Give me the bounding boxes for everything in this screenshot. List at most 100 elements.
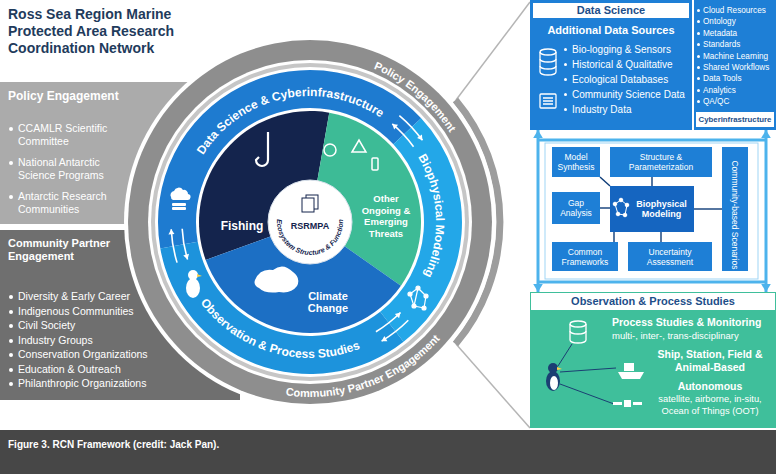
bullet-dot [697,43,700,46]
list-row: Indigenous Communities [8,305,172,318]
list-row: Industry Groups [8,334,172,347]
text-slot: Structure & Parameterization [612,152,710,172]
text-slot: Ross Sea Region Marine Protected Area Re… [8,6,208,57]
text-slot: Observation & Process Studies [530,293,776,309]
decor-shape [625,203,629,207]
curved-text-layer: Ecosystem Structure & Function [120,32,500,412]
item-heading: Process Studies & Monitoring [612,316,770,329]
centre-circle: RSRMPAEcosystem Structure & Function [120,32,500,412]
connector-line [600,207,610,208]
list-row: Philanthropic Organizations [8,377,172,390]
model-box: Gap Analysis [552,192,600,224]
list-row: Conservation Organizations [8,348,172,361]
bullet-dot [9,339,13,343]
list-row: CCAMLR Scientific Committee [8,122,122,148]
list-item: Ontology [703,16,774,27]
connector-line [765,130,768,292]
list-row: Metadata [697,28,774,39]
zoom-line [456,344,530,428]
connector-line [537,130,540,292]
ring-band [151,63,469,381]
panel-item: Education & Outreach [18,363,168,376]
decor-shape [548,363,558,373]
arrow-head [761,130,771,138]
text-slot: RSRMPA [285,221,335,232]
sector-label: Fishing [212,219,272,233]
list-row: Bio-logging & Sensors [564,42,690,57]
frame-bar [538,139,766,142]
panel-item: Civil Society [18,319,168,332]
item-heading: Ship, Station, Field & Animal-Based [650,348,770,374]
box-label: Cyberinfrastructure [696,112,774,127]
connector [600,177,610,186]
bullet-dot [697,9,700,12]
cyberinfrastructure-box: Cloud ResourcesOntologyMetadataStandards… [694,0,776,130]
text-slot: Uncertainty Assessment [630,247,710,267]
text-slot: Climate Change [303,290,353,314]
list-row: Ecological Databases [564,72,690,87]
centre-label: RSRMPA [285,221,335,232]
panel-item: Antarctic Research Communities [18,190,118,216]
panel-item: Diversity & Early Career [18,290,168,303]
text-slot: Bio-logging & SensorsHistorical & Qualit… [564,42,690,117]
decor-shape [619,198,623,202]
decor-shape [623,213,627,217]
panel-item: Indigenous Communities [18,305,168,318]
data-science-box: Data ScienceAdditional Data SourcesBio-l… [530,0,692,130]
bullet-dot [9,353,13,357]
text-slot: Additional Data Sources [530,24,692,37]
zoom-line [456,2,530,100]
model-box: Model Synthesis [552,147,600,177]
frame-bar [538,281,766,284]
model-box-label: Community-based Scenarios [730,160,740,269]
bullet-dot [9,368,13,372]
model-box: Community-based Scenarios [722,147,748,271]
list-row: Education & Outreach [8,363,172,376]
list-row: Machine Learning [697,51,774,62]
decor-shape [546,371,560,391]
bullet-dot [9,195,13,199]
text-slot: multi-, inter-, trans-disciplinary [612,330,770,342]
model-box-label: Common Frameworks [554,247,616,267]
model-box: Uncertainty Assessment [628,242,712,271]
text-slot: Autonomous [650,380,770,393]
list-row: Ontology [697,16,774,27]
arrow-head [533,130,543,138]
panel-heading: Community Partner Engagement [8,237,128,263]
centre-curved-label-run: Ecosystem Structure & Function [276,219,344,256]
bullet-dot [697,77,700,80]
model-core-label: Biophysical Modeling [632,199,691,220]
ring-band [124,36,496,408]
list-item: QA/QC [703,96,774,107]
list-item: Metadata [703,28,774,39]
bullet-dot [9,127,13,131]
list-row: Shared Workflows [697,62,774,73]
centre-shape [268,180,352,264]
decor-shape [624,400,631,407]
panel-item: Industry Groups [18,334,168,347]
list-row: Antarctic Research Communities [8,190,122,216]
decor-shape [633,402,642,405]
text-slot: Community Partner Engagement [8,237,128,263]
text-slot: Other Ongoing & Emerging Threats [353,193,419,239]
model-core-box: Biophysical Modeling [610,186,694,232]
text-slot: CCAMLR Scientific CommitteeNational Anta… [8,122,122,224]
connector-line [613,232,614,242]
decor-shape [424,294,428,298]
panel-item: Conservation Organizations [18,348,168,361]
caption: Figure 3. RCN Framework (credit: Jack Pa… [0,430,776,451]
decor-shape [613,202,617,206]
connector [652,177,653,186]
decor-shape [613,402,622,405]
bullet-dot [564,93,567,96]
bullet-dot [9,310,13,314]
list-row: National Antarctic Science Programs [8,156,122,182]
list-item: Data Tools [703,73,774,84]
bullet-dot [697,32,700,35]
list-row: Industry Data [564,102,690,117]
decor-shape [302,198,314,212]
connector [761,130,771,292]
bullet-dot [564,63,567,66]
text-slot: Model Synthesis [554,152,598,172]
